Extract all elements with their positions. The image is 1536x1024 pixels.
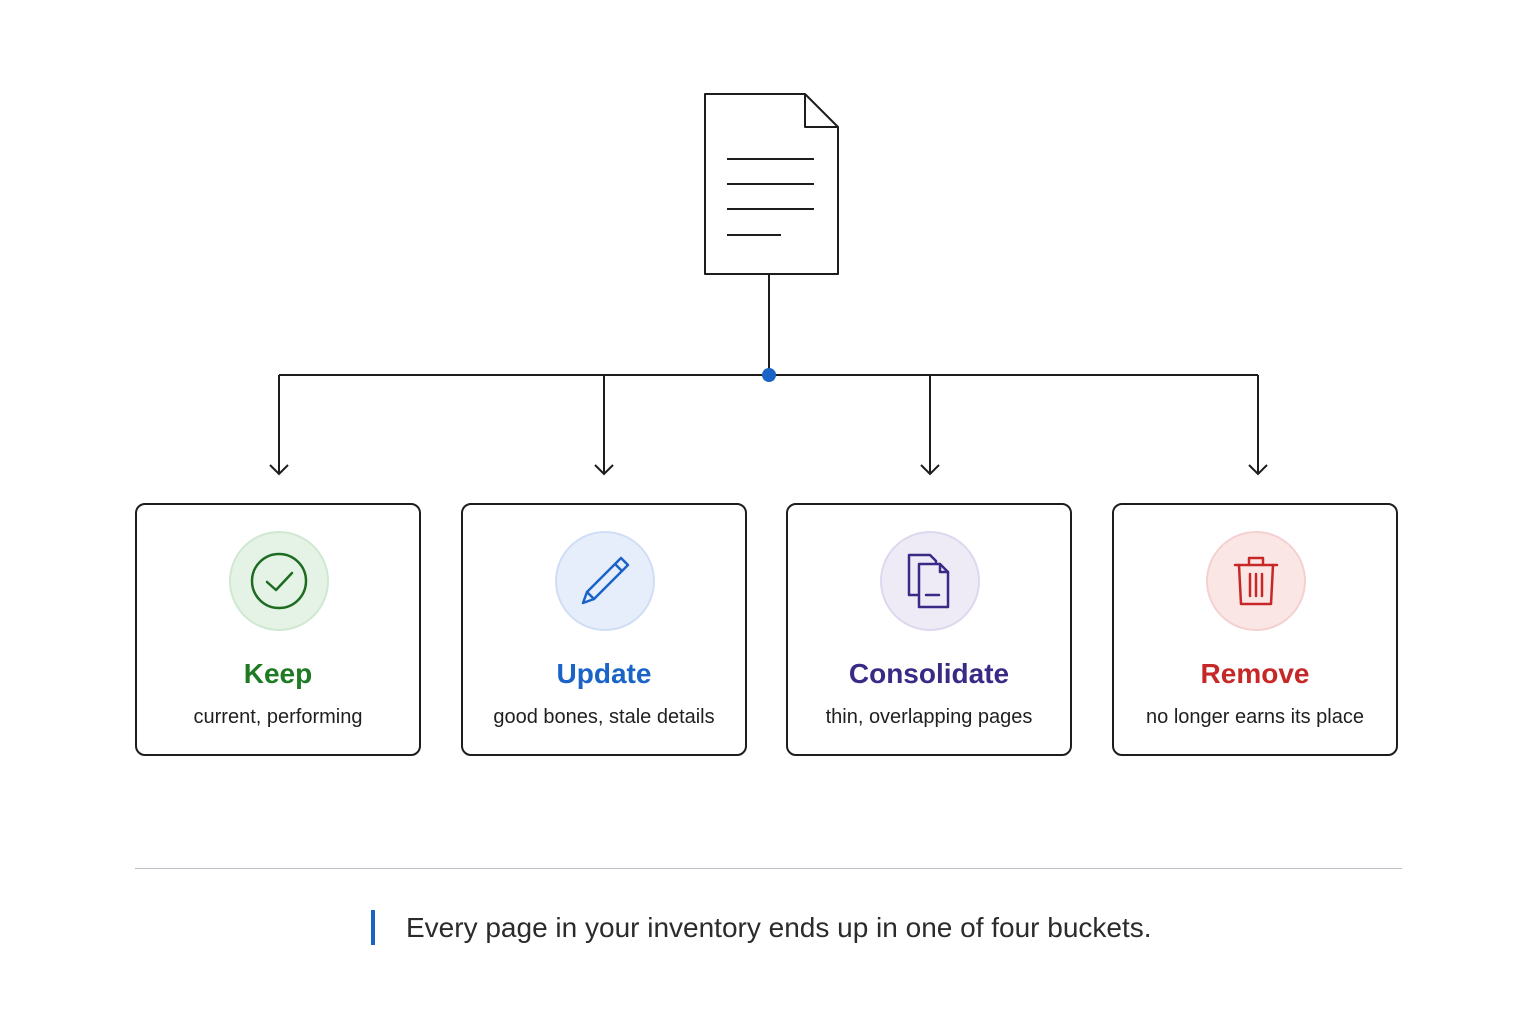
bucket-card-consolidate: Consolidate thin, overlapping pages (786, 503, 1072, 756)
flow-connectors (269, 93, 1268, 476)
bucket-description: thin, overlapping pages (825, 706, 1033, 728)
divider-line (135, 868, 1402, 869)
bucket-card-remove: Remove no longer earns its place (1112, 503, 1398, 756)
caption-text: Every page in your inventory ends up in … (406, 912, 1152, 943)
bucket-title: Keep (243, 658, 313, 689)
bucket-title: Remove (1200, 658, 1310, 689)
document-icon (704, 93, 839, 275)
arrow-remove (1248, 375, 1268, 476)
copy-documents-icon (880, 531, 980, 631)
bucket-title: Consolidate (848, 658, 1010, 689)
trash-icon (1206, 531, 1306, 631)
bucket-card-update: Update good bones, stale details (461, 503, 747, 756)
bucket-card-keep: Keep current, performing (135, 503, 421, 756)
junction-dot (762, 368, 776, 382)
arrow-consolidate (920, 375, 940, 476)
bucket-description: current, performing (193, 706, 363, 728)
check-circle-icon (229, 531, 329, 631)
caption-accent-bar (371, 910, 375, 945)
bucket-title: Update (556, 658, 652, 689)
bucket-description: good bones, stale details (493, 706, 715, 728)
bucket-description: no longer earns its place (1146, 706, 1364, 728)
pencil-icon (555, 531, 655, 631)
arrow-update (594, 375, 614, 476)
arrow-keep (269, 375, 289, 476)
